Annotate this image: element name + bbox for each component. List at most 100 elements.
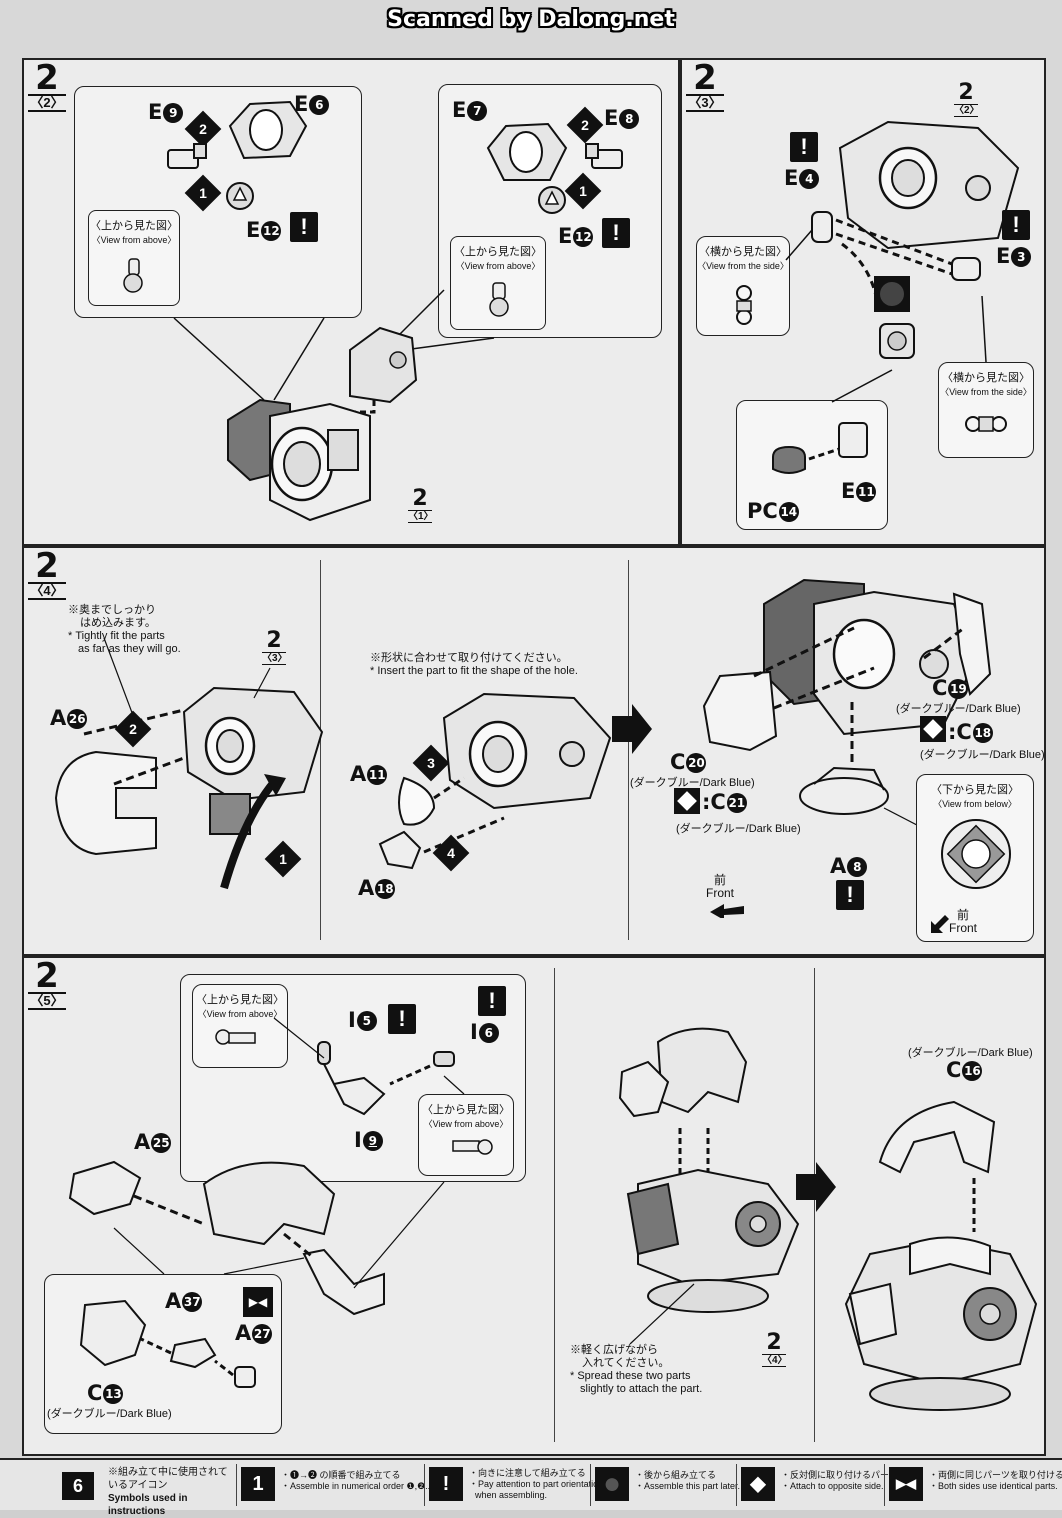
ref-step-2-2: 2 〈2〉 xyxy=(954,80,980,117)
color-note-c20: (ダークブルー/Dark Blue) xyxy=(630,777,755,789)
page-number: 6 xyxy=(62,1472,94,1500)
legend-item-numerical-order: 1 ・❶→❷ の順番で組み立てる・Assemble in numerical o… xyxy=(236,1464,433,1506)
divider xyxy=(628,560,629,940)
color-note-c18: (ダークブルー/Dark Blue) xyxy=(920,749,1045,761)
opposite-side-icon: ◆ xyxy=(741,1467,775,1501)
view-from-above-right: 〈上から見た図〉 〈View from above〉 xyxy=(450,236,546,330)
c13-a37-a27-illustration xyxy=(79,1299,256,1388)
final-assembly-illustration xyxy=(844,1236,1038,1411)
dashed-guide xyxy=(972,1178,976,1232)
side-view-part-icon xyxy=(965,416,1007,432)
next-stage-arrow xyxy=(612,704,652,754)
view-from-above-2: 〈上から見た図〉 〈View from above〉 xyxy=(418,1094,514,1176)
divider xyxy=(814,968,815,1442)
view-from-side-left: 〈横から見た図〉 〈View from the side〉 xyxy=(696,236,790,336)
part-top-view-icon xyxy=(452,1139,493,1155)
warning-icon: ! xyxy=(602,218,630,248)
callout-lines xyxy=(785,229,987,403)
opposite-side-icon xyxy=(920,716,946,742)
armor-c16-illustration xyxy=(878,1100,996,1174)
shoulder-body-assembly-illustration xyxy=(227,326,418,522)
note-fit-shape: ※形状に合わせて取り付けてください。* Insert the part to f… xyxy=(370,652,578,677)
divider xyxy=(554,968,555,1442)
ref-step-2-1: 2 〈1〉 xyxy=(408,486,434,523)
legend-item-opposite-side: ◆ ・反対側に取り付けるパーツ・Attach to opposite side. xyxy=(736,1464,898,1506)
step-badge: 2 〈2〉 xyxy=(28,61,66,112)
ring-part-e6-illustration xyxy=(228,100,308,160)
divider xyxy=(320,560,321,940)
note-spread-parts: ※軽く広げながら入れてください。 * Spread these two part… xyxy=(570,1344,703,1395)
body-assembly-illustration xyxy=(838,120,1020,250)
legend-item-orientation: ! ・向きに注意して組み立てる・Pay attention to part or… xyxy=(424,1464,603,1506)
warning-icon: ! xyxy=(478,986,506,1016)
watermark-text: Scanned by Dalong.net xyxy=(387,6,675,32)
panel-step-2-4: 2 〈4〉 ※奥までしっかりはめ込みます。 * Tightly fit the … xyxy=(22,546,1046,956)
joint-part-illustration xyxy=(879,323,915,359)
ring-part-e7-illustration xyxy=(486,122,568,181)
body-assembly-illustration xyxy=(442,692,612,810)
ref-step-2-4: 2 〈4〉 xyxy=(762,1330,788,1367)
ref-step-2-3: 2 〈3〉 xyxy=(262,628,288,665)
warning-icon: ! xyxy=(1002,210,1030,240)
step-badge: 2 〈3〉 xyxy=(686,61,724,112)
warning-icon: ! xyxy=(790,132,818,162)
view-from-side-right: 〈横から見た図〉 〈View from the side〉 xyxy=(938,362,1034,458)
pc14-e11-illustration xyxy=(772,422,868,474)
connector-parts-illustration xyxy=(811,211,981,306)
step-number-icon: 1 xyxy=(241,1467,275,1501)
both-sides-icon: ▶◀ xyxy=(243,1287,273,1317)
assemble-later-icon: ● xyxy=(595,1467,629,1501)
armor-c20-illustration xyxy=(702,670,778,752)
i-parts-illustration xyxy=(317,1041,455,1116)
part-top-view-icon xyxy=(123,258,143,293)
part-top-view-icon xyxy=(489,282,509,317)
ball-joint-e12-illustration xyxy=(226,182,254,210)
callout-lines xyxy=(113,1017,465,1289)
front-arrow-icon xyxy=(931,915,949,933)
parts-a11-a18-illustration xyxy=(378,776,505,870)
view-from-above-left: 〈上から見た図〉 〈View from above〉 xyxy=(88,210,180,306)
color-note-c19: (ダークブルー/Dark Blue) xyxy=(896,703,1021,715)
peg-part-e8-illustration xyxy=(585,143,623,169)
base-a8-illustration xyxy=(799,766,889,815)
side-view-part-icon xyxy=(736,285,752,325)
color-note-c16: (ダークブルー/Dark Blue) xyxy=(908,1047,1033,1059)
warning-icon: ! xyxy=(429,1467,463,1501)
page-header: Scanned by Dalong.net xyxy=(0,0,1062,38)
body-assembly-illustration xyxy=(626,1168,800,1313)
view-from-above-1: 〈上から見た図〉 〈View from above〉 xyxy=(192,984,288,1068)
both-sides-icon: ▶◀ xyxy=(889,1467,923,1501)
warning-icon: ! xyxy=(836,880,864,910)
warning-icon: ! xyxy=(388,1004,416,1034)
callout-line xyxy=(629,1283,695,1345)
color-note-c21: (ダークブルー/Dark Blue) xyxy=(676,823,801,835)
